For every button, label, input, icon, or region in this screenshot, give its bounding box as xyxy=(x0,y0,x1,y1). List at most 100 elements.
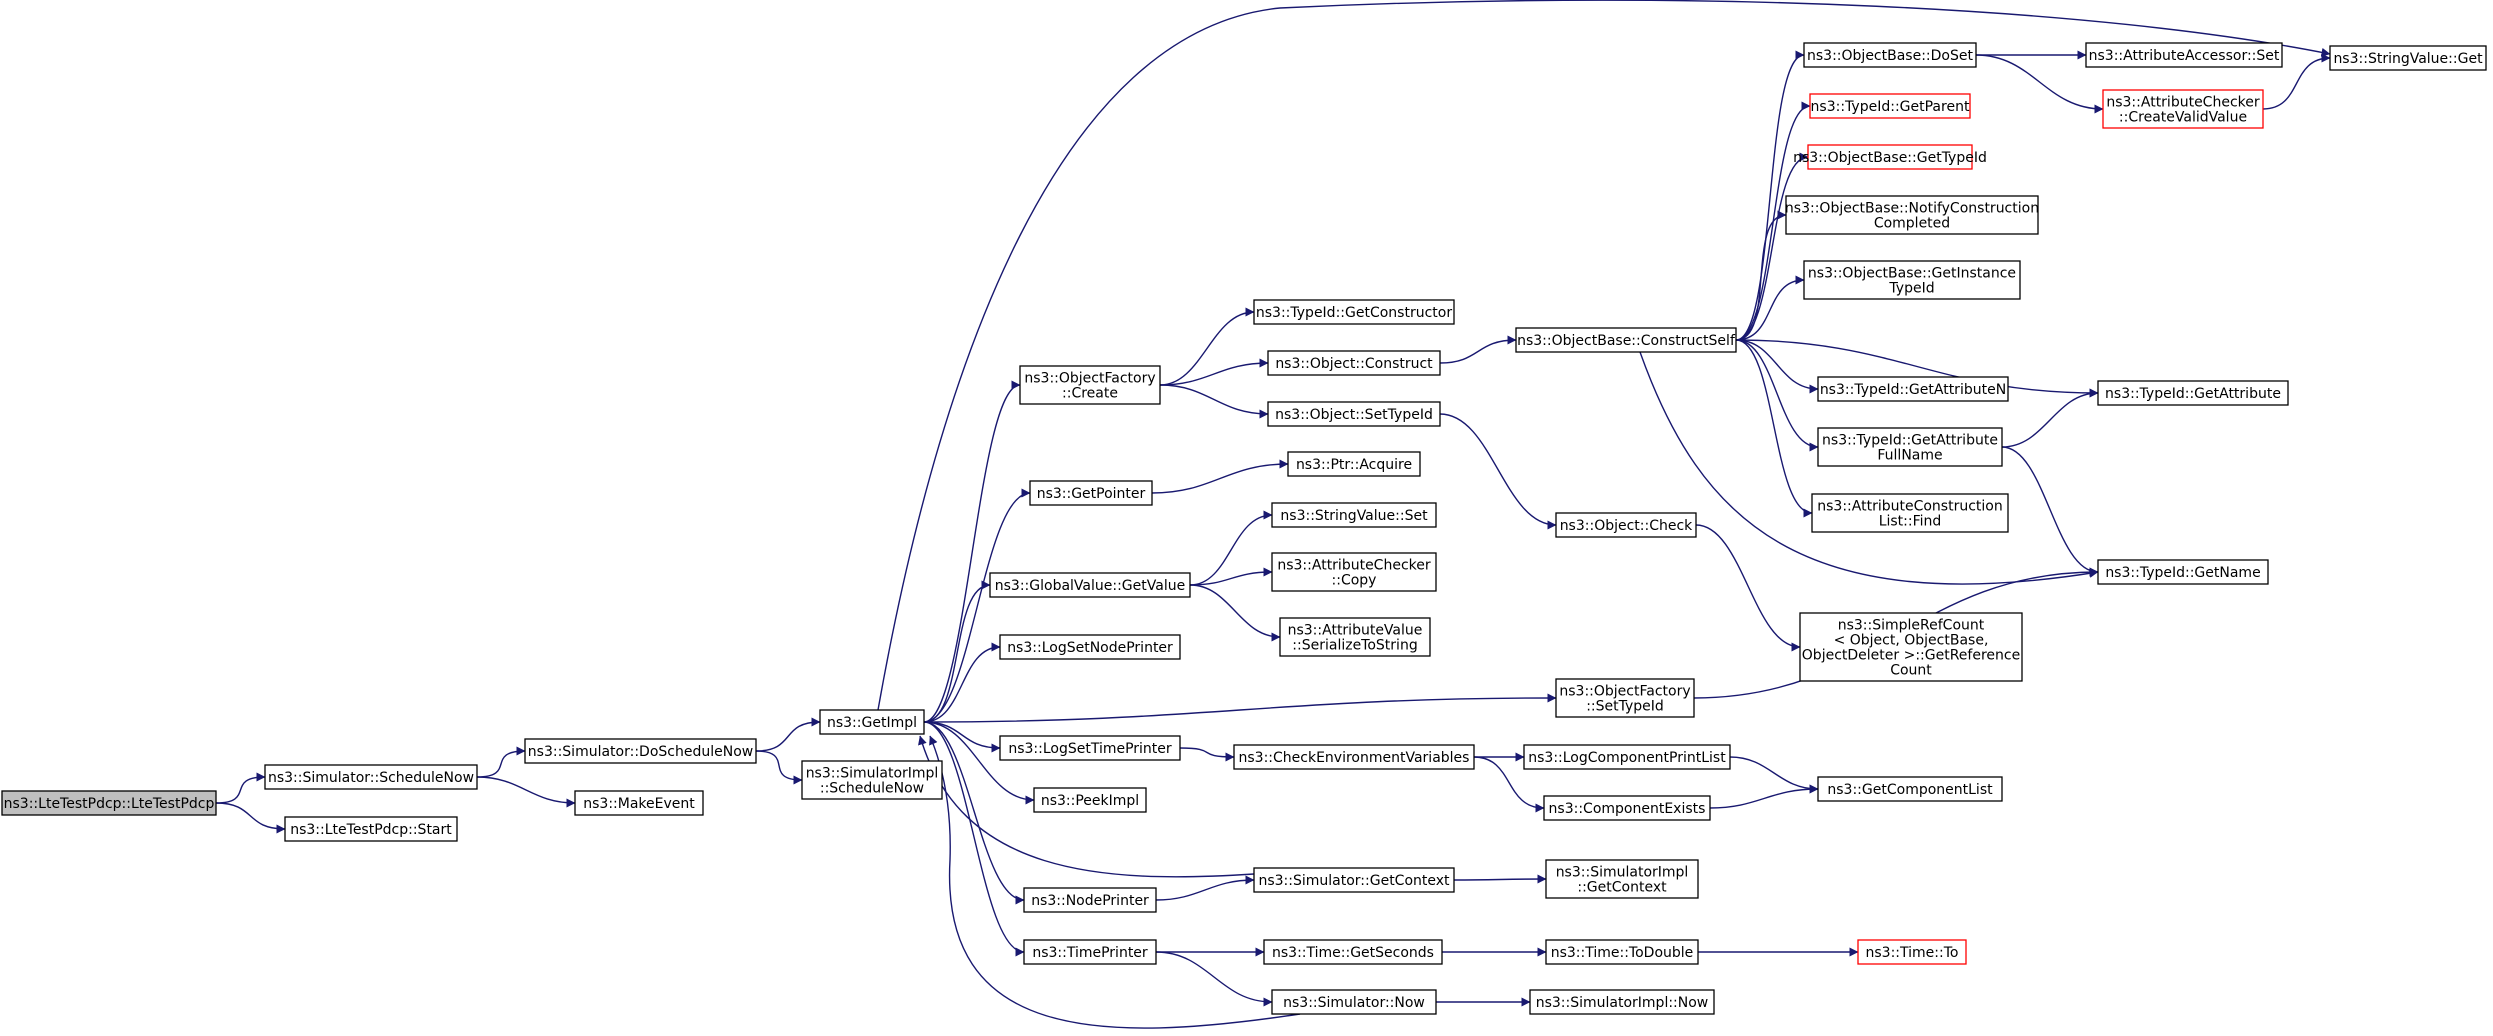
node-box xyxy=(1817,776,2003,802)
node-typeid_get_attribute_n[interactable]: ns3::TypeId::GetAttributeN xyxy=(1817,376,2009,402)
node-peek_impl[interactable]: ns3::PeekImpl xyxy=(1033,787,1147,813)
node-label: ns3::LogSetNodePrinter xyxy=(1007,640,1173,656)
node-label: ns3::TypeId::GetAttribute xyxy=(2105,386,2281,402)
node-simimpl_get_context[interactable]: ns3::SimulatorImpl::GetContext xyxy=(1545,859,1699,899)
edge-get_impl-to-log_set_node_printer xyxy=(923,642,1001,723)
node-label: < Object, ObjectBase, xyxy=(1834,633,1989,649)
node-typeid_get_attribute[interactable]: ns3::TypeId::GetAttribute xyxy=(2097,380,2289,406)
node-get_pointer[interactable]: ns3::GetPointer xyxy=(1029,480,1153,506)
node-box xyxy=(1543,795,1711,821)
node-simimpl_schedule_now[interactable]: ns3::SimulatorImpl::ScheduleNow xyxy=(801,760,943,800)
node-label: ::Copy xyxy=(1332,573,1377,589)
node-objfactory_create[interactable]: ns3::ObjectFactory::Create xyxy=(1019,365,1161,405)
node-label: Completed xyxy=(1874,216,1950,232)
node-sim_do_schedule_now[interactable]: ns3::Simulator::DoScheduleNow xyxy=(524,738,757,764)
node-box xyxy=(284,816,458,842)
node-box xyxy=(1019,365,1161,405)
node-label: ns3::SimulatorImpl xyxy=(1556,865,1689,881)
node-label: ns3::AttributeChecker xyxy=(1277,558,1431,574)
edge-get_impl-to-objfactory_create xyxy=(923,380,1021,723)
node-typeid_get_name[interactable]: ns3::TypeId::GetName xyxy=(2097,559,2269,585)
node-attrchecker_copy[interactable]: ns3::AttributeChecker::Copy xyxy=(1271,552,1437,592)
node-simplerefcount_getref[interactable]: ns3::SimpleRefCount< Object, ObjectBase,… xyxy=(1799,612,2023,682)
node-label: Count xyxy=(1890,663,1932,679)
node-check_env_vars[interactable]: ns3::CheckEnvironmentVariables xyxy=(1233,744,1475,770)
node-node_printer[interactable]: ns3::NodePrinter xyxy=(1023,887,1157,913)
edge-get_impl-to-node_printer xyxy=(923,721,1025,905)
node-label: List::Find xyxy=(1879,514,1942,530)
node-attrchecker_create_valid[interactable]: ns3::AttributeChecker::CreateValidValue xyxy=(2102,89,2264,129)
node-typeid_get_parent[interactable]: ns3::TypeId::GetParent xyxy=(1809,93,1971,119)
edge-objbase_construct_self-to-typeid_get_attribute_n xyxy=(1735,339,1819,394)
node-box xyxy=(2097,380,2289,406)
node-ptr_acquire[interactable]: ns3::Ptr::Acquire xyxy=(1287,451,1421,477)
node-log_set_time_printer[interactable]: ns3::LogSetTimePrinter xyxy=(999,735,1181,761)
edge-component_exists-to-get_component_list xyxy=(1709,784,1819,809)
node-component_exists[interactable]: ns3::ComponentExists xyxy=(1543,795,1711,821)
node-box xyxy=(2097,559,2269,585)
node-log_component_print_list[interactable]: ns3::LogComponentPrintList xyxy=(1523,744,1731,770)
node-sim_schedule_now[interactable]: ns3::Simulator::ScheduleNow xyxy=(264,764,478,790)
node-sim_get_context[interactable]: ns3::Simulator::GetContext xyxy=(1253,867,1455,893)
node-label: ns3::Object::SetTypeId xyxy=(1275,407,1433,423)
node-make_event[interactable]: ns3::MakeEvent xyxy=(574,790,704,816)
node-stringvalue_get[interactable]: ns3::StringValue::Get xyxy=(2329,45,2487,71)
node-label: ns3::GetComponentList xyxy=(1827,782,1993,798)
node-time_to[interactable]: ns3::Time::To xyxy=(1857,939,1967,965)
node-label: ns3::SimulatorImpl::Now xyxy=(1536,995,1709,1011)
node-time_to_double[interactable]: ns3::Time::ToDouble xyxy=(1545,939,1699,965)
node-label: ::SetTypeId xyxy=(1586,699,1664,715)
node-objbase_get_typeid[interactable]: ns3::ObjectBase::GetTypeId xyxy=(1793,144,1987,170)
node-attrvalue_serialize[interactable]: ns3::AttributeValue::SerializeToString xyxy=(1279,617,1431,657)
node-get_impl[interactable]: ns3::GetImpl xyxy=(819,709,925,735)
node-label: ns3::ObjectBase::GetTypeId xyxy=(1793,150,1987,166)
edge-get_impl-to-stringvalue_get xyxy=(877,0,2331,711)
edge-objbase_construct_self-to-objbase_doset xyxy=(1735,50,1805,341)
node-stringvalue_set[interactable]: ns3::StringValue::Set xyxy=(1271,502,1437,528)
node-label: ns3::MakeEvent xyxy=(583,796,695,812)
node-log_set_node_printer[interactable]: ns3::LogSetNodePrinter xyxy=(999,634,1181,660)
node-box xyxy=(574,790,704,816)
node-objfactory_set_typeid[interactable]: ns3::ObjectFactory::SetTypeId xyxy=(1555,678,1695,718)
node-box xyxy=(1807,144,1973,170)
node-object_construct[interactable]: ns3::Object::Construct xyxy=(1267,350,1441,376)
node-box xyxy=(1529,989,1715,1015)
edge-get_pointer-to-ptr_acquire xyxy=(1151,459,1289,494)
node-label: ns3::SimpleRefCount xyxy=(1838,618,1985,634)
node-objbase_notify_construction[interactable]: ns3::ObjectBase::NotifyConstructionCompl… xyxy=(1785,195,2039,235)
node-sim_now[interactable]: ns3::Simulator::Now xyxy=(1271,989,1437,1015)
edge-log_set_time_printer-to-check_env_vars xyxy=(1179,747,1235,762)
node-label: ns3::AttributeChecker xyxy=(2106,95,2260,111)
node-attraccessor_set[interactable]: ns3::AttributeAccessor::Set xyxy=(2085,42,2283,68)
edge-typeid_get_attribute_fullname-to-typeid_get_attribute xyxy=(2001,388,2099,448)
node-object_set_typeid[interactable]: ns3::Object::SetTypeId xyxy=(1267,401,1441,427)
edge-globalvalue_getvalue-to-attrvalue_serialize xyxy=(1189,584,1281,642)
node-label: ::ScheduleNow xyxy=(820,781,924,797)
node-time_get_seconds[interactable]: ns3::Time::GetSeconds xyxy=(1263,939,1443,965)
node-box xyxy=(1799,612,2023,682)
node-label: ns3::Time::ToDouble xyxy=(1551,945,1694,961)
node-objbase_construct_self[interactable]: ns3::ObjectBase::ConstructSelf xyxy=(1515,327,1737,353)
node-label: ns3::Simulator::Now xyxy=(1283,995,1425,1011)
node-label: ns3::TypeId::GetName xyxy=(2105,565,2260,581)
node-box xyxy=(1279,617,1431,657)
node-globalvalue_getvalue[interactable]: ns3::GlobalValue::GetValue xyxy=(989,572,1191,598)
node-box xyxy=(989,572,1191,598)
node-label: ns3::TypeId::GetAttributeN xyxy=(1820,382,2006,398)
edge-objbase_construct_self-to-typeid_get_name xyxy=(1639,351,2099,585)
node-object_check[interactable]: ns3::Object::Check xyxy=(1555,512,1697,538)
node-get_component_list[interactable]: ns3::GetComponentList xyxy=(1817,776,2003,802)
node-label: ns3::ObjectBase::DoSet xyxy=(1807,48,1973,64)
node-label: ns3::ObjectBase::NotifyConstruction xyxy=(1785,201,2039,217)
node-label: ns3::AttributeAccessor::Set xyxy=(2089,48,2280,64)
node-time_printer[interactable]: ns3::TimePrinter xyxy=(1023,939,1157,965)
node-lte_start[interactable]: ns3::LteTestPdcp::Start xyxy=(284,816,458,842)
node-simimpl_now[interactable]: ns3::SimulatorImpl::Now xyxy=(1529,989,1715,1015)
node-typeid_get_constructor[interactable]: ns3::TypeId::GetConstructor xyxy=(1253,299,1455,325)
node-objbase_doset[interactable]: ns3::ObjectBase::DoSet xyxy=(1803,42,1977,68)
node-box xyxy=(1271,552,1437,592)
node-box xyxy=(1023,939,1157,965)
